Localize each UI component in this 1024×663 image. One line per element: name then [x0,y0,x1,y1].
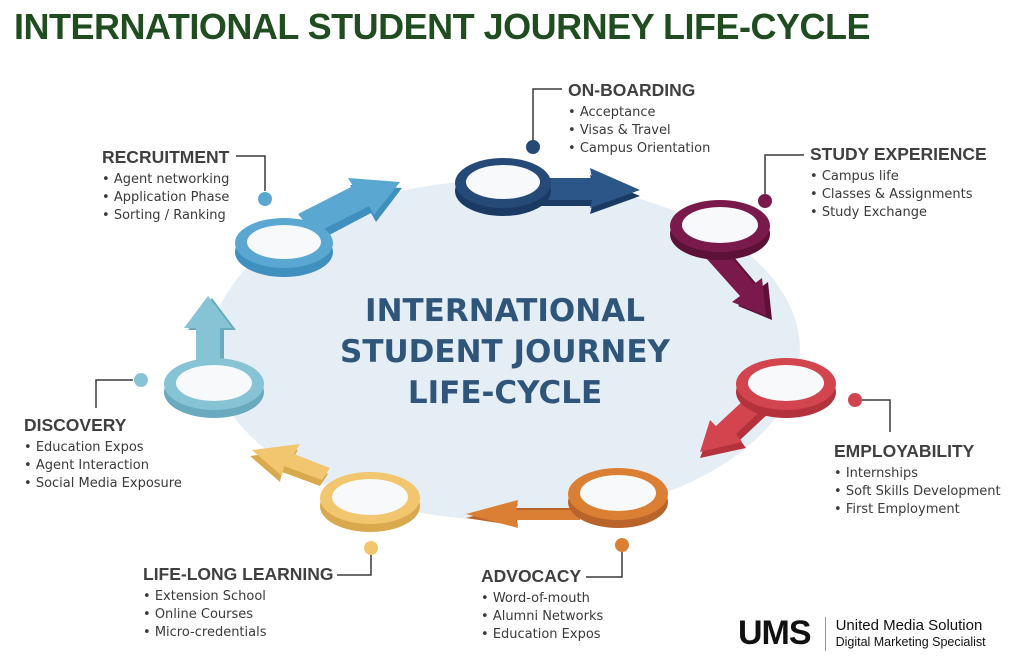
onboarding-node [455,158,640,216]
employability-connector [862,399,891,432]
stage-item: Internships [834,465,1001,483]
stage-item: Application Phase [102,189,230,207]
stage-item: First Employment [834,501,1001,519]
stage-item: Agent networking [102,171,230,189]
stage-item: Campus life [810,168,987,186]
stage-discovery: DISCOVERY Education Expos Agent Interact… [24,415,182,493]
page-title: INTERNATIONAL STUDENT JOURNEY LIFE-CYCLE [14,6,871,47]
stage-item: Campus Orientation [568,140,711,158]
center-line-3: LIFE-CYCLE [407,375,603,411]
stage-item: Visas & Travel [568,122,710,140]
logo-text: United Media Solution Digital Marketing … [836,617,986,650]
stage-item: Online Courses [143,606,334,624]
discovery-node [164,296,264,418]
onboarding-dot [526,140,540,154]
stage-study-experience: STUDY EXPERIENCE Campus life Classes & A… [810,144,987,222]
lifelong-learning-dot [364,541,378,555]
stage-title: EMPLOYABILITY [834,441,975,461]
stage-lifelong-learning: LIFE-LONG LEARNING Extension School Onli… [143,564,334,642]
study-experience-connector [764,154,804,194]
stage-item: Education Expos [24,439,182,457]
stage-title: ADVOCACY [481,566,582,586]
stage-item: Word-of-mouth [481,590,603,608]
stage-item: Agent Interaction [24,457,182,475]
lifelong-learning-node [250,444,420,532]
stage-advocacy: ADVOCACY Word-of-mouth Alumni Networks E… [481,566,603,644]
center-line-1: INTERNATIONAL [365,293,645,329]
lifelong-learning-connector [337,555,372,576]
stage-title: RECRUITMENT [102,147,230,167]
stage-title: LIFE-LONG LEARNING [143,564,334,584]
recruitment-dot [258,192,272,206]
stage-item: Micro-credentials [143,624,334,642]
stage-item: Study Exchange [810,204,987,222]
stage-title: ON-BOARDING [568,80,696,100]
study-experience-node [670,200,772,320]
stage-recruitment: RECRUITMENT Agent networking Application… [102,147,229,225]
center-label: INTERNATIONAL STUDENT JOURNEY LIFE-CYCLE [300,291,710,414]
stage-title: STUDY EXPERIENCE [810,144,987,164]
logo-divider [824,616,826,651]
stage-title: DISCOVERY [24,415,127,435]
recruitment-connector [236,155,266,191]
stage-item: Education Expos [481,626,603,644]
stage-item: Sorting / Ranking [102,207,229,225]
logo-tagline: Digital Marketing Specialist [835,635,986,649]
logo-company-name: United Media Solution [835,617,983,634]
logo-mark: UMS [738,614,812,652]
advocacy-connector [586,552,623,578]
stage-item: Classes & Assignments [810,186,987,204]
onboarding-connector [532,88,562,140]
brand-logo: UMS United Media Solution Digital Market… [738,614,986,653]
study-experience-dot [758,194,772,208]
stage-item: Extension School [143,588,334,606]
stage-onboarding: ON-BOARDING Acceptance Visas & Travel Ca… [568,80,710,158]
advocacy-dot [615,538,629,552]
stage-employability: EMPLOYABILITY Internships Soft Skills De… [834,441,1001,519]
recruitment-node [235,178,402,277]
advocacy-node [466,468,668,528]
stage-item: Soft Skills Development [834,483,1001,501]
employability-dot [848,393,862,407]
center-hub [210,180,800,520]
stage-item: Social Media Exposure [24,475,182,493]
center-line-2: STUDENT JOURNEY [340,334,670,370]
stage-item: Alumni Networks [481,608,603,626]
employability-node [700,358,836,458]
discovery-connector [95,379,133,408]
stage-item: Acceptance [568,104,710,122]
discovery-dot [134,373,148,387]
